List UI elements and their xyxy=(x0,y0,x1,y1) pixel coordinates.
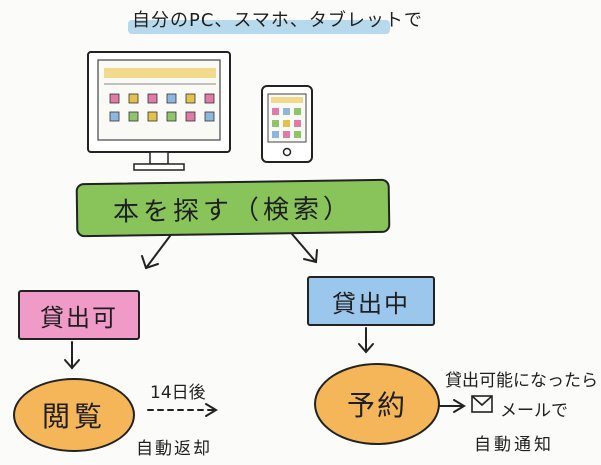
envelope-icon xyxy=(471,395,493,413)
browse-step: 閲覧 xyxy=(13,378,135,452)
available-status: 貸出可 xyxy=(18,290,140,340)
reserve-step: 予約 xyxy=(314,363,440,445)
auto-return-label: 自動返却 xyxy=(136,439,212,459)
search-step: 本を探す（検索） xyxy=(75,178,391,238)
by-email-label: メールで xyxy=(500,401,568,421)
desktop-monitor-icon xyxy=(87,51,231,171)
when-available-label: 貸出可能になったら xyxy=(445,371,598,391)
after-days-label: 14日後 xyxy=(150,383,206,403)
on-loan-status: 貸出中 xyxy=(307,276,435,326)
page-title: 自分のPC、スマホ、タブレットで xyxy=(132,10,423,31)
title-highlight xyxy=(128,20,390,34)
auto-notify-label: 自動通知 xyxy=(474,435,554,455)
flow-arrows xyxy=(64,233,466,417)
tablet-icon xyxy=(261,85,313,163)
